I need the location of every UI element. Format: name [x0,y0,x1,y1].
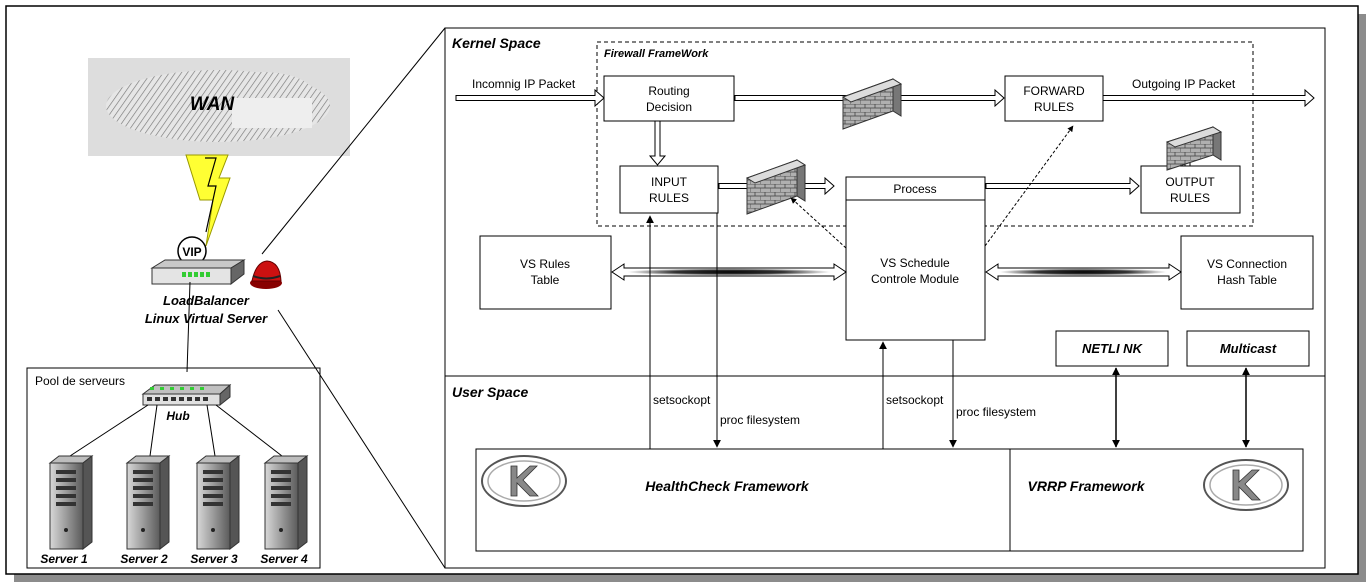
netlink-label: NETLI NK [1082,341,1144,356]
server-tower-icon [195,454,241,551]
server-2-label: Server 2 [120,552,168,566]
hub-link-server-4 [215,404,283,457]
vs-rules-label-2: Table [531,273,560,287]
multicast-label: Multicast [1220,341,1277,356]
server-tower-icon [263,454,309,551]
routing-label-1: Routing [648,84,689,98]
healthcheck-label: HealthCheck Framework [645,478,810,494]
vs-connection-table-box [1180,235,1314,310]
user-space-title: User Space [452,384,528,400]
wan-cloud-icon [88,58,350,156]
server-pool-box [26,367,321,569]
input-label-2: RULES [649,191,689,205]
process-label: Process [893,182,936,196]
routing-to-input-arrow [648,120,667,166]
firewall-wall-icon [841,78,903,130]
lb-to-hub-link [186,281,191,373]
vs-conn-label-1: VS Connection [1207,257,1287,271]
input-rules-box [619,165,719,214]
vs-schedule-box [845,199,986,341]
procfs-label-2: proc filesystem [956,405,1036,419]
procfs-label-1: proc filesystem [720,413,800,427]
output-label-2: RULES [1170,191,1210,205]
hub-label: Hub [166,409,189,423]
keepalived-logo-icon [1203,459,1289,511]
hub-link-server-3 [206,404,216,457]
input-label-1: INPUT [651,175,688,189]
vip-label: VIP [182,245,201,259]
setsockopt-label-1: setsockopt [653,393,711,407]
server-3-label: Server 3 [190,552,238,566]
routing-decision-box [603,75,735,122]
routing-label-2: Decision [646,100,692,114]
output-label-1: OUTPUT [1165,175,1215,189]
firewall-wall-icon [745,159,807,215]
forward-rules-box [1004,75,1104,122]
server-4-label: Server 4 [260,552,308,566]
keepalived-logo-icon [481,455,567,507]
kernel-space-title: Kernel Space [452,35,541,51]
incoming-packet-label: Incomnig IP Packet [472,77,576,91]
process-to-output-arrow [985,176,1140,196]
forward-label-1: FORWARD [1023,84,1085,98]
setsockopt-label-2: setsockopt [886,393,944,407]
incoming-packet-arrow [455,88,605,108]
vs-rules-table-box [479,235,612,310]
server-tower-icon [125,454,171,551]
netlink-box [1055,330,1169,367]
schedule-to-input-wall-dashed-arrow [790,197,847,249]
firewall-framework-title: Firewall FrameWork [604,48,709,60]
vs-rules-label-1: VS Rules [520,257,570,271]
redhat-icon [250,260,282,289]
outgoing-packet-arrow [1102,88,1315,108]
zoom-line-top [261,27,446,255]
forward-label-2: RULES [1034,100,1074,114]
vs-schedule-label-1: VS Schedule [880,256,950,270]
vrrp-label: VRRP Framework [1028,478,1146,494]
firewall-wall-icon [1165,126,1223,171]
lightning-icon [185,154,231,247]
hub-icon [141,383,232,407]
vs-rules-schedule-double-arrow [611,263,847,281]
loadbalancer-device-icon [150,259,246,286]
server-tower-icon [48,454,94,551]
loadbalancer-label: LoadBalancer [163,293,250,308]
pool-title: Pool de serveurs [35,374,125,388]
server-1-label: Server 1 [40,552,88,566]
outgoing-packet-label: Outgoing IP Packet [1132,77,1236,91]
zoom-line-bottom [277,309,446,569]
hub-link-server-1 [69,404,149,457]
hub-link-server-2 [149,404,158,457]
schedule-connection-double-arrow [985,263,1182,281]
wan-label: WAN [190,94,236,115]
multicast-box [1186,330,1310,367]
vs-schedule-label-2: Controle Module [871,272,959,286]
lvs-label: Linux Virtual Server [145,311,268,326]
vs-conn-label-2: Hash Table [1217,273,1277,287]
output-rules-box [1140,165,1241,214]
